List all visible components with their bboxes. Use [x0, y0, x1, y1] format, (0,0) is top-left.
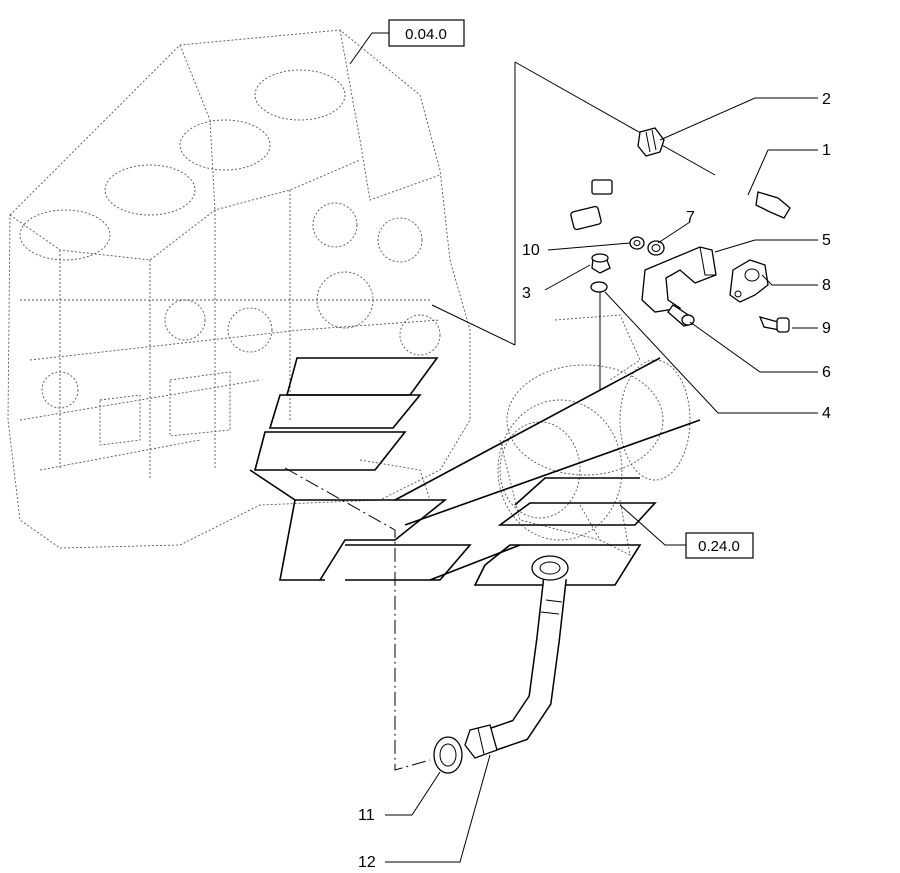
- reference-label-turbo: 0.24.0: [698, 538, 740, 555]
- callout-7: 7: [686, 209, 695, 226]
- callout-10: 10: [522, 242, 540, 259]
- section-bands: [249, 357, 701, 586]
- leader-lines: [349, 32, 818, 863]
- oil-feed-pipe: [551, 145, 791, 231]
- assembly-lines: [284, 61, 716, 771]
- callout-numbers: 1 2 3 4 5 6 7 8 9 10 11 12: [358, 91, 831, 871]
- seal-ring-11: [433, 736, 463, 774]
- turbocharger-outline: [497, 314, 691, 556]
- union-fitting: [591, 253, 611, 274]
- callout-3: 3: [522, 285, 531, 302]
- adapter-fitting: [637, 127, 665, 157]
- callout-1: 1: [822, 142, 831, 159]
- washer-10: [629, 236, 645, 250]
- callout-6: 6: [822, 364, 831, 381]
- reference-box-turbo[interactable]: 0.24.0: [685, 532, 754, 559]
- callout-8: 8: [822, 277, 831, 294]
- callout-5: 5: [822, 232, 831, 249]
- oil-drain-pipe: [464, 555, 569, 759]
- o-ring: [590, 281, 608, 293]
- seal-ring-7: [647, 240, 665, 256]
- gasket-plate: [641, 246, 717, 313]
- callout-2: 2: [822, 91, 831, 108]
- engine-block-outline: [7, 29, 471, 549]
- reference-box-block[interactable]: 0.04.0: [388, 19, 465, 47]
- bolt-9: [758, 316, 790, 333]
- cover-plate: [729, 259, 769, 303]
- reference-label-block: 0.04.0: [405, 26, 447, 43]
- callout-9: 9: [822, 320, 831, 337]
- callout-4: 4: [822, 405, 831, 422]
- callout-11: 11: [358, 807, 375, 824]
- callout-12: 12: [358, 854, 376, 871]
